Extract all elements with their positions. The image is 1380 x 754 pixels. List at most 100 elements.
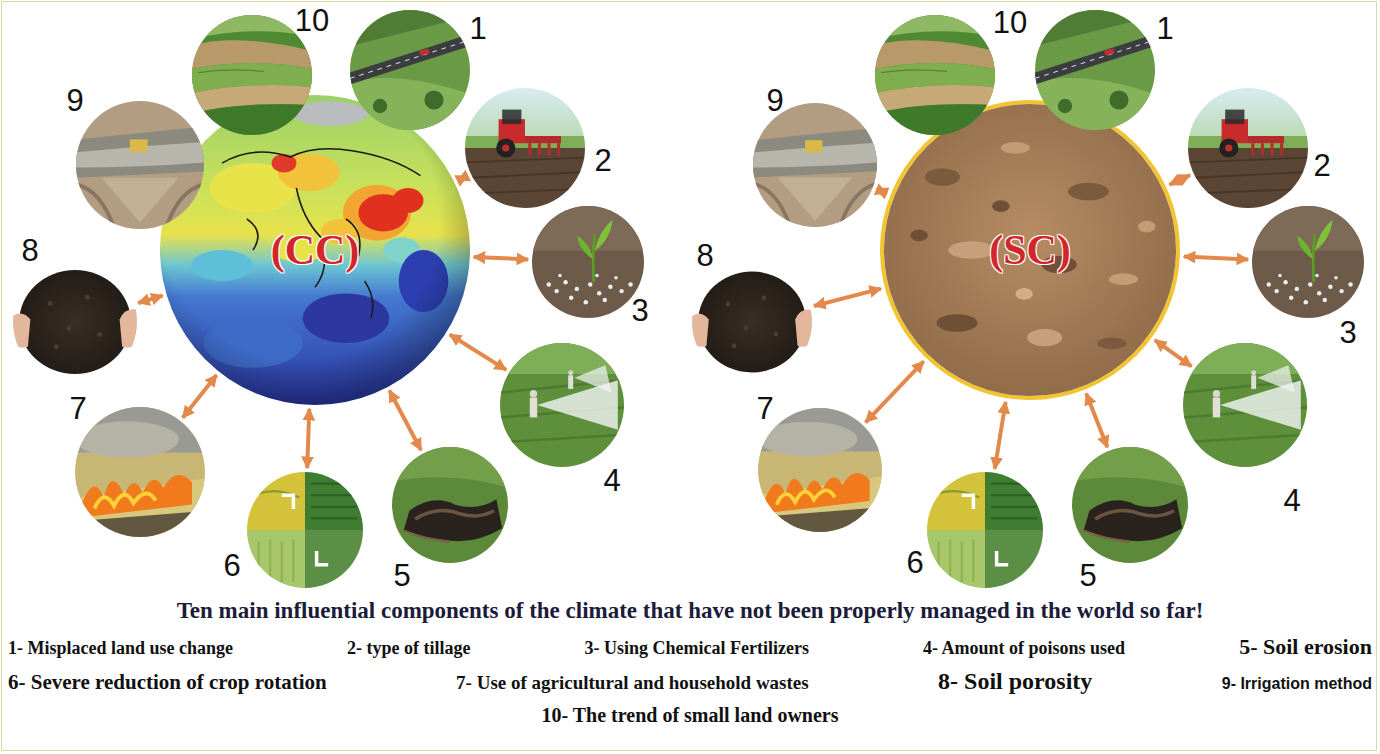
factor-circle: 5 [392, 447, 508, 563]
factor-circle: 5 [1072, 447, 1188, 563]
factor-circle: 7 [758, 408, 882, 532]
photo-circle [692, 262, 812, 382]
caption-text: Ten main influential components of the c… [177, 598, 1204, 623]
photo-circle [500, 343, 624, 467]
illustration [1183, 343, 1307, 467]
photo-circle [247, 472, 363, 588]
callout-number: 9 [66, 85, 83, 116]
factor-circle: 10 [875, 15, 995, 135]
photo-circle [13, 260, 137, 384]
illustration [1188, 88, 1308, 208]
illustration [692, 262, 812, 382]
factor-label: 8- Soil porosity [938, 668, 1092, 695]
factor-circle: 2 [465, 88, 585, 208]
photo-circle [758, 408, 882, 532]
factor-label: 2- type of tillage [347, 638, 470, 659]
photo-circle [1183, 343, 1307, 467]
callout-number: 4 [603, 465, 620, 496]
photo-circle [75, 407, 205, 537]
factor-label: 5- Soil erosion [1239, 634, 1372, 660]
photo-circle [1188, 88, 1308, 208]
double-arrow [814, 289, 881, 306]
double-arrow [307, 409, 309, 468]
callout-number: 9 [766, 85, 783, 116]
photo-circle [753, 103, 877, 227]
double-arrow [1184, 257, 1248, 260]
factor-circle: 1 [350, 10, 470, 130]
factor-circle: 3 [1252, 206, 1364, 318]
factor-circle: 4 [500, 343, 624, 467]
illustration [1072, 447, 1188, 563]
photo-circle [1072, 447, 1188, 563]
callout-number: 1 [469, 13, 486, 44]
factor-circle: 9 [753, 103, 877, 227]
factor-circle: 3 [532, 206, 644, 318]
illustration [753, 103, 877, 227]
callout-number: 2 [1313, 150, 1330, 181]
illustration [75, 407, 205, 537]
photo-circle [392, 447, 508, 563]
callout-number: 6 [906, 547, 923, 578]
illustration [927, 472, 1043, 588]
factor-circle: 8 [13, 260, 137, 384]
illustration [758, 408, 882, 532]
double-arrow [474, 257, 528, 259]
factor-label: 1- Misplaced land use change [8, 638, 233, 659]
text-panel: Ten main influential components of the c… [0, 594, 1380, 752]
label-row: 1- Misplaced land use change 2- type of t… [8, 634, 1372, 660]
callout-number: 1 [1156, 13, 1173, 44]
illustration [465, 88, 585, 208]
photo-circle [192, 15, 312, 135]
photo-circle [927, 472, 1043, 588]
callout-number: 7 [756, 393, 773, 424]
photo-circle [465, 88, 585, 208]
photo-circle [875, 15, 995, 135]
factor-circle: 9 [76, 101, 204, 229]
photo-circle [350, 10, 470, 130]
callout-number: 7 [69, 393, 86, 424]
illustration [13, 260, 137, 384]
illustration [350, 10, 470, 130]
illustration [1035, 10, 1155, 130]
callout-number: 6 [223, 550, 240, 581]
photo-circle [76, 101, 204, 229]
factor-label: 3- Using Chemical Fertilizers [585, 638, 809, 659]
illustration [392, 447, 508, 563]
factor-circle: 10 [192, 15, 312, 135]
factor-label: 4- Amount of poisons used [923, 638, 1125, 659]
double-arrow [138, 296, 163, 303]
illustration [500, 343, 624, 467]
factor-circle: 1 [1035, 10, 1155, 130]
callout-number: 5 [393, 560, 410, 591]
factor-circle: 7 [75, 407, 205, 537]
photo-circle [1252, 206, 1364, 318]
factor-circle: 6 [247, 472, 363, 588]
factor-label: 6- Severe reduction of crop rotation [8, 670, 327, 695]
factor-circle: 4 [1183, 343, 1307, 467]
callout-number: 8 [696, 240, 713, 271]
central-circle: (CC) [160, 95, 470, 405]
label-row: 6- Severe reduction of crop rotation7- U… [8, 668, 1372, 695]
label-row: 10- The trend of small land owners [8, 704, 1372, 727]
illustration [192, 15, 312, 135]
circle-title: (CC) [271, 229, 360, 271]
callout-number: 3 [1339, 317, 1356, 348]
callout-number: 2 [594, 145, 611, 176]
photo-circle [532, 206, 644, 318]
callout-number: 5 [1079, 560, 1096, 591]
double-arrow [995, 402, 1006, 469]
callout-number: 10 [295, 5, 329, 36]
double-arrow [1086, 393, 1107, 447]
illustration [1252, 206, 1364, 318]
factor-circle: 2 [1188, 88, 1308, 208]
factor-label: 9- Irrigation method [1222, 675, 1372, 693]
illustration [532, 206, 644, 318]
callout-number: 10 [993, 7, 1027, 38]
factor-circle: 6 [927, 472, 1043, 588]
callout-number: 3 [631, 295, 648, 326]
illustration [247, 472, 363, 588]
illustration [76, 101, 204, 229]
callout-number: 4 [1283, 485, 1300, 516]
photo-circle [1035, 10, 1155, 130]
circle-title: (SC) [989, 229, 1071, 271]
